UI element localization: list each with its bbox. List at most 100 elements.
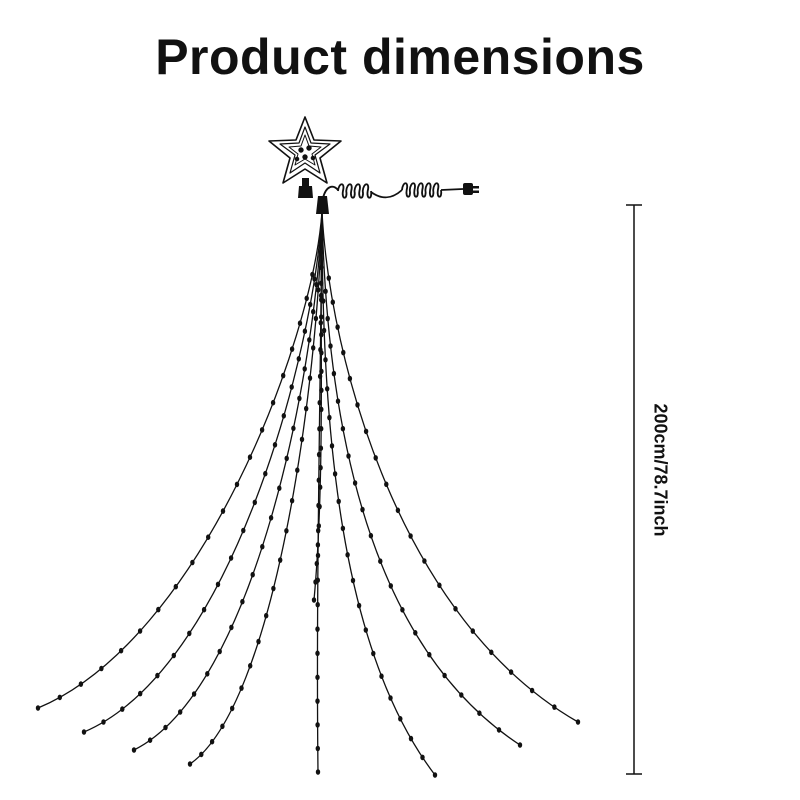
- led-bulb: [356, 602, 362, 609]
- led-bulb: [319, 249, 324, 256]
- led-bulb: [307, 337, 312, 343]
- led-bulb: [379, 673, 384, 679]
- led-bulb: [328, 343, 333, 349]
- led-bulb: [330, 299, 335, 306]
- led-bulb: [250, 571, 255, 578]
- led-bulb: [220, 723, 225, 730]
- plug-icon: [463, 183, 479, 195]
- led-bulb: [247, 454, 253, 461]
- led-bulb: [299, 436, 305, 443]
- led-bulb: [313, 579, 318, 585]
- led-bulb: [101, 719, 106, 725]
- led-bulb: [252, 499, 257, 506]
- led-bulb: [336, 498, 341, 505]
- led-bulb: [453, 606, 458, 612]
- led-bulb: [517, 742, 523, 748]
- led-bulb: [206, 534, 211, 540]
- led-bulb: [318, 464, 323, 471]
- led-bulb: [315, 722, 320, 728]
- led-bulb: [388, 583, 393, 589]
- led-bulb: [178, 709, 183, 715]
- led-bulb: [331, 370, 337, 377]
- led-bulb: [308, 301, 313, 308]
- led-bulb: [413, 630, 418, 636]
- led-bulb: [271, 585, 276, 592]
- light-strand: [83, 211, 323, 733]
- led-bulb: [281, 372, 286, 379]
- led-bulb: [120, 706, 125, 712]
- led-bulb: [340, 425, 346, 432]
- led-bulb: [508, 669, 514, 675]
- led-bulb: [363, 627, 368, 633]
- led-bulb: [220, 508, 226, 514]
- led-bulb: [355, 402, 360, 408]
- led-bulb: [360, 506, 365, 513]
- led-bulb: [137, 628, 143, 634]
- led-bulb: [260, 543, 265, 550]
- led-bulb: [131, 747, 137, 753]
- led-bulb: [147, 737, 153, 743]
- led-bulb: [215, 581, 221, 588]
- led-bulb: [187, 761, 193, 767]
- led-bulb: [373, 455, 378, 461]
- led-bulb: [408, 735, 414, 742]
- led-bulb: [350, 577, 356, 584]
- led-bulb: [239, 685, 244, 691]
- led-bulb: [296, 356, 301, 362]
- light-strand: [189, 211, 323, 765]
- led-bulb: [234, 481, 240, 488]
- led-bulb: [264, 612, 269, 619]
- led-bulb: [248, 663, 253, 669]
- led-bulb: [277, 485, 282, 492]
- led-bulb: [315, 674, 320, 681]
- led-bulb: [326, 275, 331, 281]
- led-bulb: [327, 414, 332, 421]
- led-bulb: [289, 497, 295, 504]
- led-bulb: [118, 647, 124, 654]
- led-bulb: [191, 691, 197, 697]
- led-bulb: [332, 471, 338, 477]
- led-bulb: [209, 738, 215, 745]
- led-bulb: [319, 387, 324, 394]
- led-bulb: [268, 515, 274, 521]
- led-bulb: [346, 453, 351, 459]
- led-bulb: [325, 315, 330, 322]
- led-bulb: [272, 442, 278, 448]
- led-bulb: [368, 532, 374, 539]
- led-bulb: [319, 314, 324, 320]
- led-bulb: [489, 649, 494, 656]
- led-bulb: [323, 357, 328, 363]
- led-bulb: [190, 559, 195, 566]
- height-dimension-line: [626, 204, 642, 775]
- led-bulb: [496, 727, 502, 733]
- led-bulb: [284, 528, 289, 534]
- led-bulb: [171, 652, 176, 659]
- led-bulb: [201, 606, 207, 613]
- led-bulb: [315, 769, 321, 775]
- led-bulb: [340, 525, 346, 532]
- led-bulb: [155, 672, 160, 679]
- led-bulb: [315, 698, 320, 704]
- led-bulb: [284, 455, 289, 462]
- led-bulb: [314, 560, 319, 567]
- star-icon: [268, 116, 342, 184]
- led-bulb: [341, 349, 346, 356]
- led-bulb: [329, 443, 335, 449]
- led-bulb: [281, 413, 286, 419]
- light-strand: [321, 211, 579, 723]
- led-bulb: [325, 386, 330, 392]
- power-cable: [322, 182, 464, 199]
- led-bulb: [335, 324, 340, 330]
- led-bulb: [230, 705, 235, 712]
- led-bulb: [318, 484, 323, 491]
- led-bulb: [311, 597, 317, 603]
- led-bulb: [575, 719, 581, 725]
- led-bulb: [316, 523, 321, 529]
- led-bulb: [323, 288, 328, 295]
- led-bulb: [278, 557, 283, 563]
- led-bulb: [297, 320, 303, 327]
- led-bulb: [347, 375, 353, 382]
- led-bulb: [240, 598, 245, 605]
- led-bulb: [408, 533, 413, 539]
